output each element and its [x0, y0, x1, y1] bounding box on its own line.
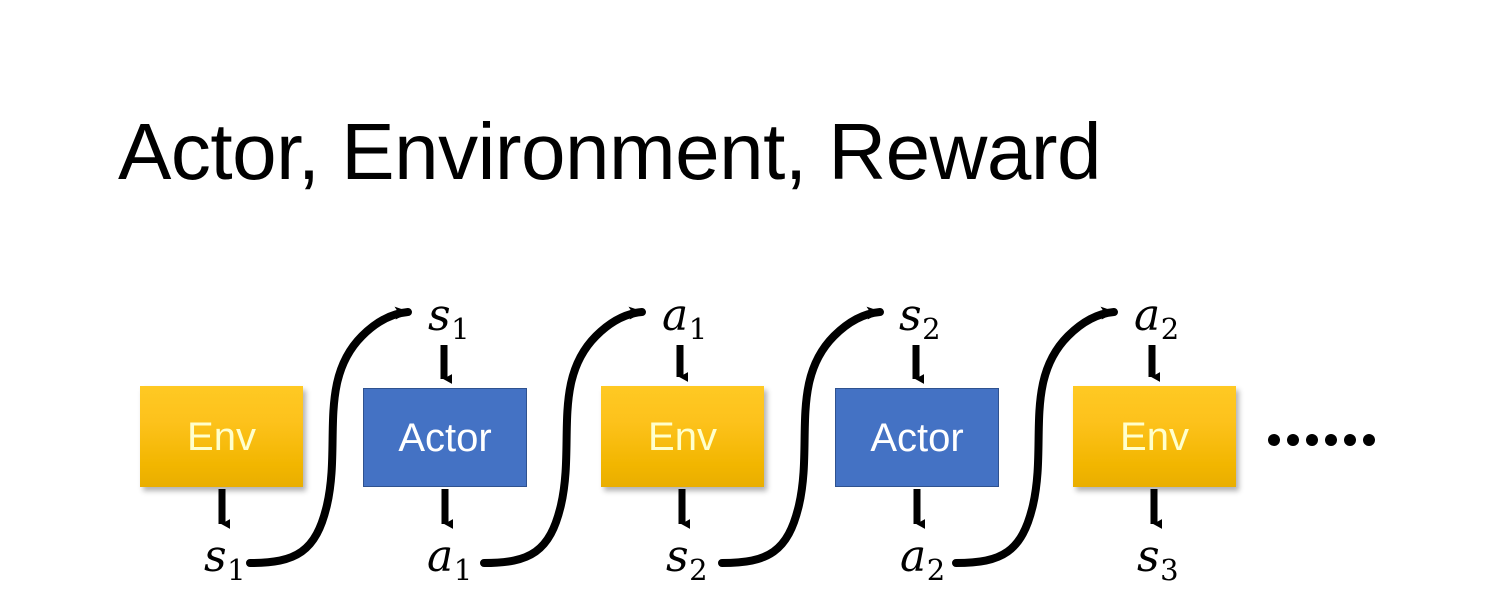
label-bottom-a2: a2: [900, 535, 945, 585]
label-bottom-s1: s1: [204, 535, 246, 585]
label-bottom-s2: s2: [666, 535, 708, 585]
box-actor-1-label: Actor: [398, 415, 492, 460]
ellipsis-dot: [1325, 434, 1337, 446]
ellipsis-dots: [1268, 434, 1375, 446]
label-bottom-s1-subscript: 1: [227, 552, 246, 587]
label-top-s1-symbol: s: [428, 290, 451, 341]
box-env-1-label: Env: [187, 414, 256, 459]
box-env-2[interactable]: Env: [601, 386, 764, 487]
label-top-s1-subscript: 1: [451, 311, 470, 346]
arrows-into-boxes: [440, 345, 1161, 384]
label-top-s2-symbol: s: [899, 290, 922, 341]
box-actor-2-label: Actor: [870, 415, 964, 460]
ellipsis-dot: [1287, 434, 1299, 446]
label-bottom-s1-symbol: s: [204, 531, 227, 582]
box-env-2-label: Env: [648, 414, 717, 459]
label-top-s2: s2: [899, 294, 941, 344]
label-bottom-s2-subscript: 2: [689, 552, 708, 587]
ellipsis-dot: [1344, 434, 1356, 446]
box-actor-2[interactable]: Actor: [835, 388, 999, 487]
page-title: Actor, Environment, Reward: [118, 107, 1101, 196]
box-env-1[interactable]: Env: [140, 386, 303, 487]
curve-connector-a1: [480, 306, 646, 567]
arrows-out-of-boxes: [218, 489, 1163, 529]
box-actor-1[interactable]: Actor: [363, 388, 527, 487]
label-bottom-s3: s3: [1137, 535, 1179, 585]
label-top-a2: a2: [1134, 294, 1179, 344]
label-top-s1: s1: [428, 294, 470, 344]
label-top-a1-symbol: a: [662, 290, 689, 341]
ellipsis-dot: [1306, 434, 1318, 446]
ellipsis-dot: [1363, 434, 1375, 446]
ellipsis-dot: [1268, 434, 1280, 446]
box-env-3-label: Env: [1120, 414, 1189, 459]
curve-connector-a2: [952, 306, 1118, 567]
label-top-a2-subscript: 2: [1160, 311, 1180, 346]
label-bottom-a2-subscript: 2: [926, 552, 946, 587]
box-env-3[interactable]: Env: [1073, 386, 1236, 487]
label-bottom-a1: a1: [427, 535, 472, 585]
curve-connectors: [246, 306, 1118, 567]
label-top-s2-subscript: 2: [922, 311, 941, 346]
curve-connector-s2: [718, 306, 884, 567]
label-bottom-s3-symbol: s: [1137, 531, 1160, 582]
label-bottom-a1-subscript: 1: [453, 552, 473, 587]
label-bottom-s3-subscript: 3: [1160, 552, 1179, 587]
label-bottom-s2-symbol: s: [666, 531, 689, 582]
label-top-a1: a1: [662, 294, 707, 344]
label-bottom-a1-symbol: a: [427, 531, 454, 582]
label-top-a2-symbol: a: [1134, 290, 1161, 341]
curve-connector-s1: [246, 306, 412, 567]
label-top-a1-subscript: 1: [688, 311, 708, 346]
label-bottom-a2-symbol: a: [900, 531, 927, 582]
